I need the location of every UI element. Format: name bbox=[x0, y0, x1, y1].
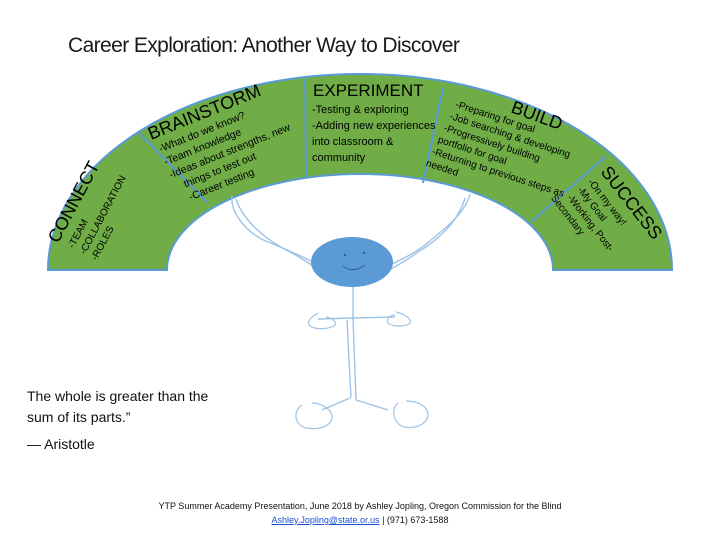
page-title: Career Exploration: Another Way to Disco… bbox=[68, 34, 460, 57]
divider-4 bbox=[530, 155, 607, 223]
left-lower-arm bbox=[317, 317, 354, 320]
divider-1 bbox=[138, 132, 209, 204]
experiment-item: -Testing & exploring bbox=[312, 104, 409, 116]
quote-text: The whole is greater than the sum of its… bbox=[27, 386, 208, 428]
quote-line: sum of its parts.” bbox=[27, 409, 131, 425]
experiment-item: -Adding new experiences bbox=[312, 120, 436, 132]
right-lower-arm bbox=[352, 316, 396, 319]
stick-figure bbox=[231, 193, 471, 430]
divider-3 bbox=[422, 87, 444, 184]
left-hand bbox=[307, 312, 337, 330]
right-hand bbox=[386, 311, 411, 327]
smiley-face-icon bbox=[311, 237, 393, 287]
body-inner bbox=[346, 319, 352, 399]
footer: YTP Summer Academy Presentation, June 20… bbox=[0, 499, 720, 527]
left-foot bbox=[295, 402, 333, 430]
right-arm bbox=[389, 193, 471, 266]
phone-text: | (971) 673-1588 bbox=[379, 515, 449, 525]
experiment-heading: EXPERIMENT bbox=[313, 81, 424, 100]
divider-2 bbox=[304, 78, 307, 179]
segment-experiment: EXPERIMENT -Testing & exploring -Adding … bbox=[312, 81, 436, 164]
quote-author: — Aristotle bbox=[27, 436, 95, 452]
experiment-item: into classroom & bbox=[312, 136, 394, 148]
quote-line: The whole is greater than the bbox=[27, 388, 209, 404]
email-link[interactable]: Ashley.Jopling@state.or.us bbox=[271, 515, 380, 525]
left-arm bbox=[231, 195, 319, 266]
arch-band bbox=[46, 73, 674, 271]
experiment-item: community bbox=[312, 152, 366, 164]
right-arm-inner bbox=[385, 197, 466, 273]
footer-contact: Ashley.Jopling@state.or.us | (971) 673-1… bbox=[0, 513, 720, 527]
body bbox=[352, 317, 357, 401]
footer-credit: YTP Summer Academy Presentation, June 20… bbox=[158, 501, 562, 511]
right-foot bbox=[393, 400, 429, 429]
right-leg bbox=[355, 399, 389, 411]
